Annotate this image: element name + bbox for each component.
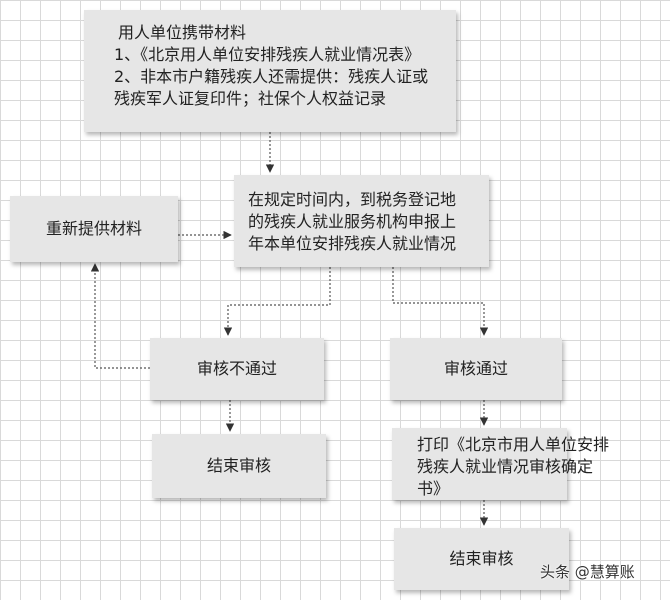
materials-item-2: 2、非本市户籍残疾人还需提供：残疾人证或 — [114, 67, 429, 86]
review-pass-label: 审核通过 — [443, 359, 508, 378]
declare-line-1: 在规定时间内，到税务登记地 — [248, 190, 457, 209]
end-review-left-box: 结束审核 — [152, 434, 326, 498]
materials-box: 用人单位携带材料 1、《北京用人单位安排残疾人就业情况表》 2、非本市户籍残疾人… — [84, 10, 456, 132]
connector-declare-to-pass — [392, 267, 489, 336]
print-line-1: 打印《北京市用人单位安排 — [417, 435, 610, 454]
watermark: 头条 @慧算账 — [540, 563, 635, 581]
end-review-left-label: 结束审核 — [206, 456, 271, 475]
connector-fail-to-resubmit — [90, 263, 150, 369]
materials-title: 用人单位携带材料 — [118, 23, 247, 42]
end-review-right-box: 结束审核 — [394, 528, 569, 590]
review-fail-label: 审核不通过 — [196, 359, 277, 378]
resubmit-box: 重新提供材料 — [10, 196, 178, 262]
print-line-2: 残疾人就业情况审核确定 — [417, 457, 594, 476]
review-fail-box: 审核不通过 — [150, 338, 324, 400]
print-line-3: 书》 — [417, 479, 450, 498]
connector-declare-to-fail — [223, 267, 331, 336]
materials-item-2-cont: 残疾军人证复印件；社保个人权益记录 — [114, 89, 387, 108]
review-pass-box: 审核通过 — [390, 338, 562, 400]
resubmit-label: 重新提供材料 — [45, 219, 142, 238]
declare-line-3: 年本单位安排残疾人就业情况 — [248, 234, 457, 253]
end-review-right-label: 结束审核 — [449, 549, 514, 568]
materials-item-1: 1、《北京用人单位安排残疾人就业情况表》 — [114, 45, 421, 64]
print-certificate-box: 打印《北京市用人单位安排 残疾人就业情况审核确定 书》 — [392, 428, 610, 500]
declare-box: 在规定时间内，到税务登记地 的残疾人就业服务机构申报上 年本单位安排残疾人就业情… — [234, 175, 489, 267]
declare-line-2: 的残疾人就业服务机构申报上 — [248, 212, 457, 231]
